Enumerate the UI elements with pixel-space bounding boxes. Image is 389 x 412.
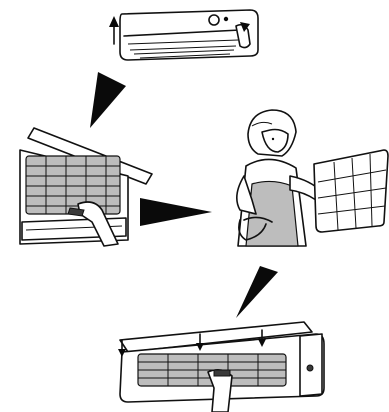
arrow-head-icon: [236, 266, 278, 318]
arrow-head-icon: [140, 198, 212, 226]
ac-unit-open-panel-icon: [109, 10, 258, 60]
ac-unit-pull-filter-icon: [20, 128, 152, 246]
ac-unit-close-panel-icon: [118, 322, 324, 412]
arrow-head-icon: [90, 72, 126, 128]
person-cleaning-filter-icon: [237, 110, 388, 246]
